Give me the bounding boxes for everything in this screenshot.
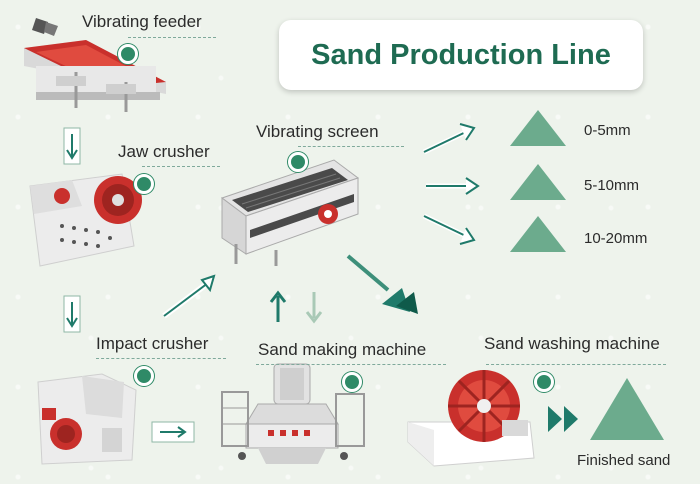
sand-washing-machine-leader (486, 364, 666, 365)
impact-crusher-dot (134, 366, 154, 386)
output-arrow-2 (426, 177, 480, 195)
vibrating-feeder-leader (128, 37, 216, 38)
sand-making-machine-dot (342, 372, 362, 392)
sand-washing-machine-image (407, 370, 535, 467)
down-arrow-light (305, 292, 323, 324)
impact-crusher-leader (96, 358, 226, 359)
pile-0-5mm (510, 110, 566, 146)
output-arrow-1 (422, 123, 476, 155)
down-arrow-2 (63, 295, 81, 333)
right-arrow-1 (151, 421, 195, 443)
sand-making-machine-label: Sand making machine (258, 340, 427, 359)
double-chevron-icon (548, 406, 578, 432)
sand-making-machine-leader (256, 364, 446, 365)
vibrating-screen-image (220, 159, 360, 266)
sand-making-machine-image (221, 363, 365, 464)
jaw-crusher-image (29, 173, 142, 267)
diagonal-arrow-to-washer (346, 254, 418, 314)
down-arrow-1 (63, 127, 81, 165)
jaw-crusher-dot (134, 174, 154, 194)
size-label-10-20mm: 10-20mm (584, 230, 648, 247)
vibrating-feeder-label: Vibrating feeder (82, 12, 202, 31)
vibrating-feeder-dot (118, 44, 138, 64)
output-arrow-3 (422, 213, 476, 245)
sand-washing-machine-label: Sand washing machine (484, 334, 660, 353)
size-label-0-5mm: 0-5mm (584, 122, 631, 139)
page-title: Sand Production Line (311, 38, 611, 71)
pile-10-20mm (510, 216, 566, 252)
vibrating-screen-dot (288, 152, 308, 172)
vibrating-feeder-image (24, 18, 166, 112)
vibrating-screen-leader (298, 146, 404, 147)
jaw-crusher-label: Jaw crusher (118, 142, 210, 161)
pile-5-10mm (510, 164, 566, 200)
pile-finished-sand (590, 378, 664, 440)
size-label-5-10mm: 5-10mm (584, 177, 640, 194)
sand-washing-machine-dot (534, 372, 554, 392)
impact-crusher-label: Impact crusher (96, 334, 209, 353)
vibrating-screen-label: Vibrating screen (256, 122, 379, 141)
finished-sand-label: Finished sand (577, 452, 671, 469)
up-arrow (269, 290, 287, 322)
diagonal-arrow-to-screen (162, 274, 216, 319)
title-box: Sand Production Line (279, 20, 643, 90)
jaw-crusher-leader (142, 166, 220, 167)
impact-crusher-image (37, 373, 137, 465)
